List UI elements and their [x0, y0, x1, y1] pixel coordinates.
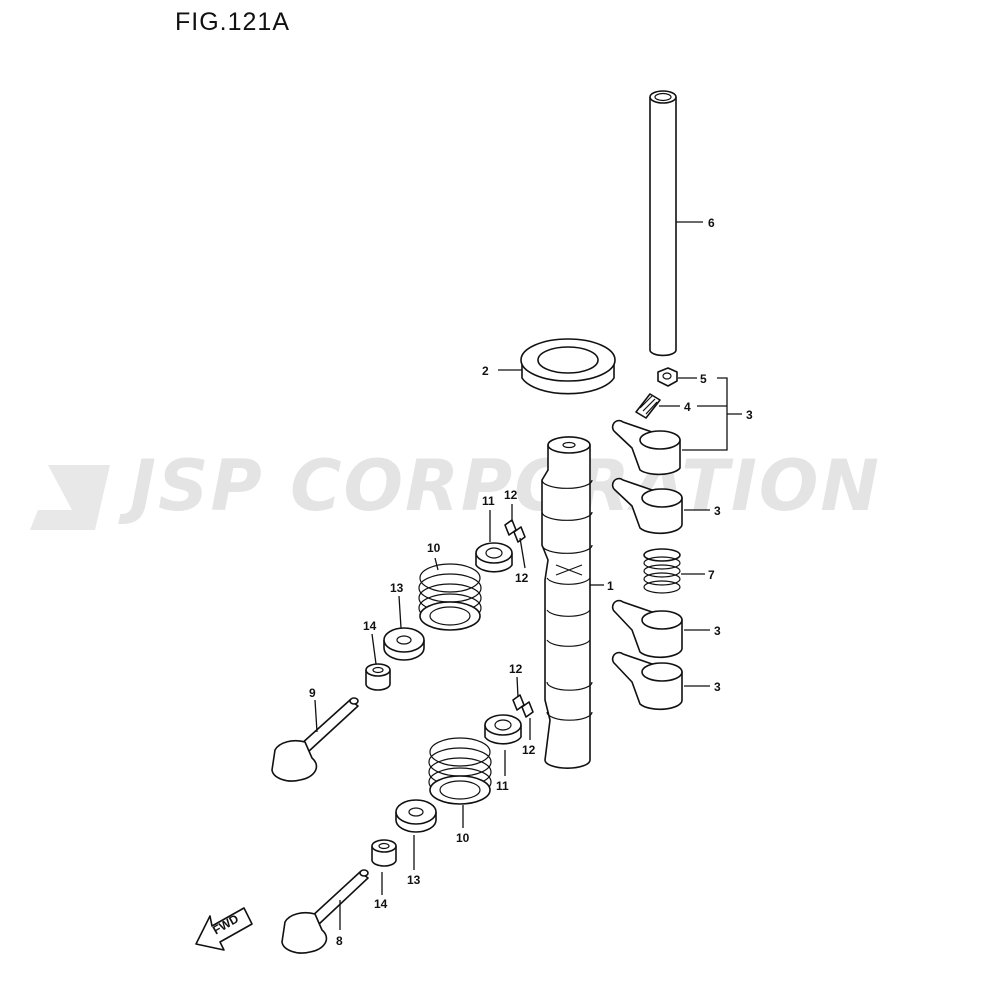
washer-part-13-b — [395, 799, 437, 833]
callout-3-second: 3 — [714, 504, 721, 518]
valve-seal-part-14-b — [371, 839, 397, 867]
callout-7: 7 — [708, 568, 715, 582]
callout-12-lower-a: 12 — [509, 662, 523, 676]
callout-4: 4 — [684, 400, 691, 414]
rocker-arm-part-3-a — [611, 419, 681, 476]
watermark: JSP CORPORATION — [30, 445, 881, 530]
callout-10-lower: 10 — [456, 831, 470, 845]
callout-11-lower: 11 — [496, 779, 509, 793]
callout-2: 2 — [482, 364, 489, 378]
callout-10-upper: 10 — [427, 541, 441, 555]
retainer-part-11-a — [475, 542, 513, 573]
callout-14-upper: 14 — [363, 619, 377, 633]
cotter-part-12-b — [512, 694, 534, 718]
oil-seal-part-2 — [520, 338, 616, 395]
callout-12-lower-b: 12 — [522, 743, 536, 757]
callout-5: 5 — [700, 372, 707, 386]
callout-6: 6 — [708, 216, 715, 230]
callout-12-upper-a: 12 — [504, 488, 518, 502]
callout-11-upper: 11 — [482, 494, 495, 508]
callout-3-fourth: 3 — [714, 680, 721, 694]
valve-part-8 — [281, 869, 369, 954]
valve-spring-part-10-a — [418, 563, 482, 631]
callout-8: 8 — [336, 934, 343, 948]
valve-part-9 — [271, 697, 359, 782]
rocker-arm-part-3-d — [611, 651, 683, 711]
watermark-text: JSP CORPORATION — [118, 445, 881, 527]
callout-14-lower: 14 — [374, 897, 388, 911]
callout-3-third: 3 — [714, 624, 721, 638]
callout-13-lower: 13 — [407, 873, 421, 887]
valve-spring-part-10-b — [428, 737, 492, 805]
rocker-arm-part-3-c — [611, 599, 683, 659]
tube-part-6 — [649, 90, 677, 357]
figure-title: FIG.121A — [175, 8, 290, 36]
leader-lines — [314, 221, 742, 930]
callout-3-top: 3 — [746, 408, 753, 422]
callout-12-upper-b: 12 — [515, 571, 529, 585]
camshaft-part-1 — [541, 436, 593, 769]
callout-9: 9 — [309, 686, 316, 700]
rocker-arm-part-3-b — [611, 477, 683, 535]
washer-part-13-a — [383, 627, 425, 661]
callout-13-upper: 13 — [390, 581, 404, 595]
nut-part-5 — [657, 367, 678, 387]
screw-part-4 — [635, 393, 661, 419]
spring-part-7 — [643, 548, 681, 594]
fwd-arrow: FWD — [195, 907, 253, 951]
callout-labels: 6 2 5 4 3 3 7 3 3 1 11 12 12 10 13 14 9 … — [309, 216, 753, 948]
cotter-part-12-a — [504, 519, 526, 543]
watermark-logo-mark — [30, 465, 110, 530]
retainer-part-11-b — [484, 714, 522, 745]
valve-seal-part-14-a — [365, 663, 391, 691]
callout-1: 1 — [607, 579, 614, 593]
